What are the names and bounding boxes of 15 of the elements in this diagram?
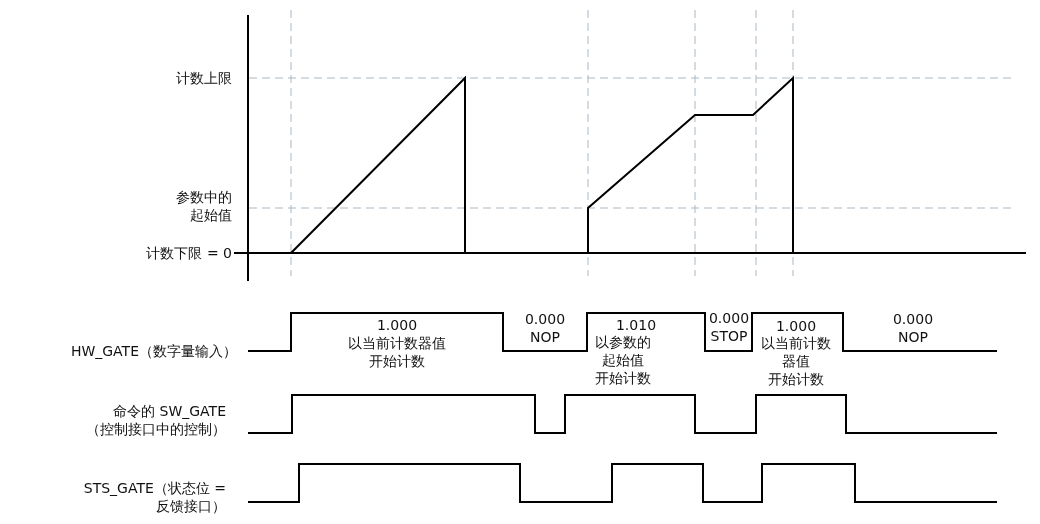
- signal-label: 计数上限: [176, 69, 232, 87]
- signal-label: 1.000: [775, 317, 817, 335]
- signal-label: STS_GATE（状态位 = 反馈接口）: [83, 479, 226, 515]
- signal-label: 0.000 STOP: [708, 309, 750, 345]
- signal-label: 0.000 NOP: [892, 310, 934, 346]
- signal-label: 以参数的起始值开始计数: [595, 333, 651, 387]
- signal-label: 以当前计数器值开始计数: [761, 334, 831, 388]
- signal-label: 1.000: [376, 316, 418, 334]
- signal-label: 0.000 NOP: [524, 310, 566, 346]
- signal-label: HW_GATE（数字量输入）: [70, 342, 237, 360]
- signal-label: 1.010: [615, 316, 657, 334]
- signal-label: 计数下限 = 0: [146, 244, 232, 262]
- signal-label: 参数中的起始值: [176, 188, 232, 224]
- signal-label: 命令的 SW_GATE（控制接口中的控制）: [86, 402, 226, 438]
- signal-label: 以当前计数器值开始计数: [348, 334, 446, 370]
